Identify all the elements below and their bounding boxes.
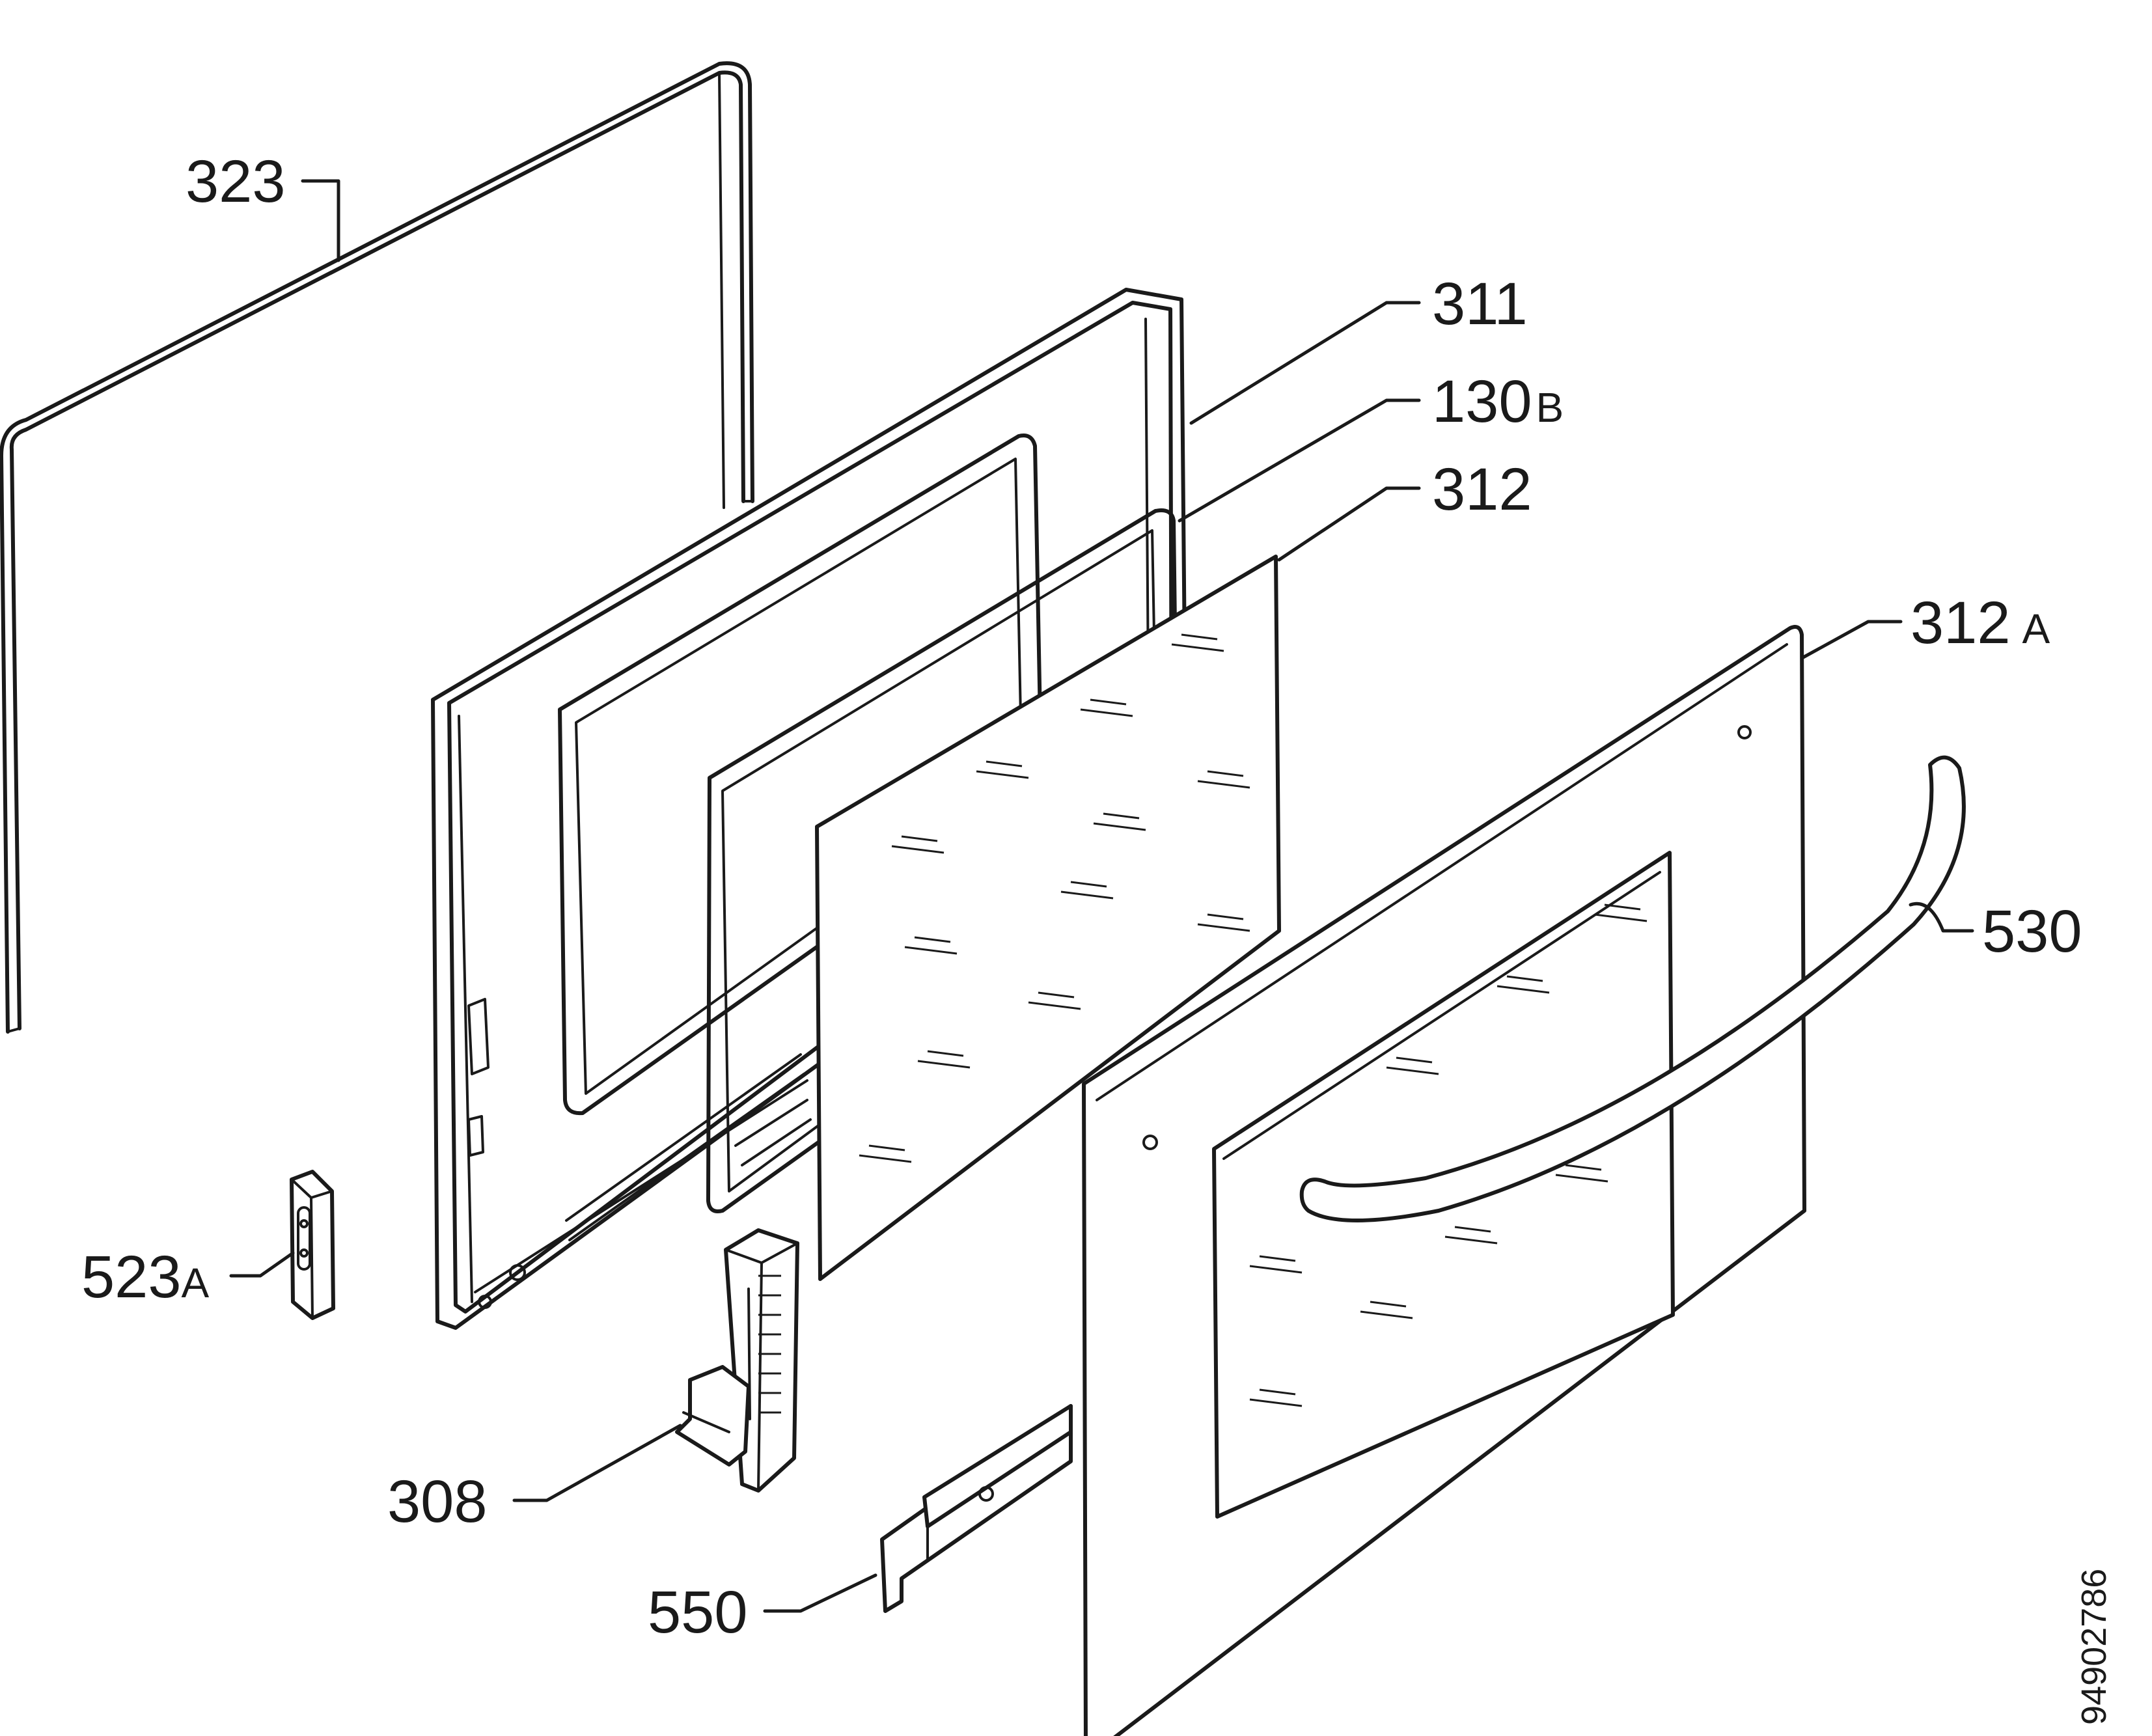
leader-323 xyxy=(301,179,340,262)
label-530: 530 xyxy=(1982,898,2082,965)
leader-530 xyxy=(1909,902,1974,933)
part-308-hinge xyxy=(675,1228,799,1493)
label-523A: 523A xyxy=(81,1244,210,1310)
leader-312A xyxy=(1801,620,1903,659)
label-323: 323 xyxy=(186,148,286,215)
label-312: 312 xyxy=(1432,456,1532,523)
part-312-inner-glass xyxy=(815,555,1281,1281)
label-130B: 130B xyxy=(1432,368,1564,435)
leader-312 xyxy=(1277,486,1421,562)
part-550-bottom-profile xyxy=(880,1404,1073,1613)
label-550: 550 xyxy=(648,1579,748,1646)
part-530-door-handle xyxy=(1299,755,1966,1222)
leader-308 xyxy=(512,1424,682,1502)
part-523A-clip xyxy=(290,1170,335,1320)
leader-523A xyxy=(229,1251,295,1278)
leader-130B xyxy=(1178,398,1421,523)
leader-311 xyxy=(1189,301,1421,425)
part-323-door-seal xyxy=(0,61,754,1034)
leader-550 xyxy=(763,1573,877,1613)
document-id: 94902786 xyxy=(2075,1569,2114,1725)
leader-lines xyxy=(229,179,1974,1613)
label-308: 308 xyxy=(387,1468,488,1535)
label-311: 311 xyxy=(1432,271,1528,337)
